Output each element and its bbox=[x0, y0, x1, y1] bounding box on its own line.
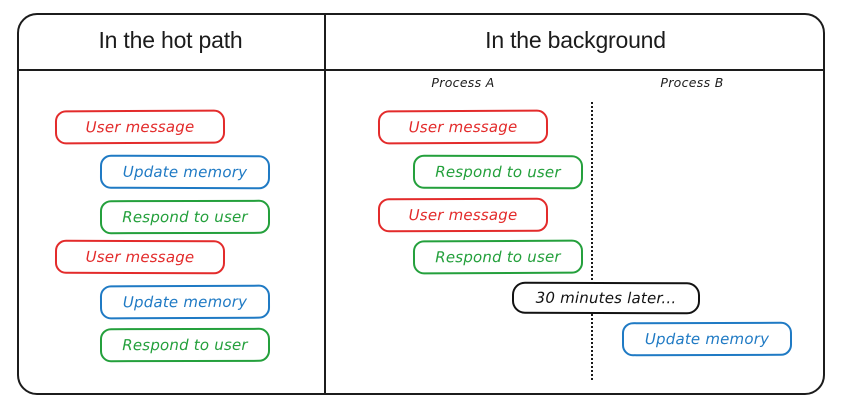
chip-user-message: User message bbox=[54, 109, 226, 145]
chip-update-memory: Update memory bbox=[621, 321, 793, 357]
chip-respond-to-user: Respond to user bbox=[99, 199, 271, 235]
chip-respond-to-user: Respond to user bbox=[412, 239, 584, 275]
chip-respond-to-user: Respond to user bbox=[99, 327, 271, 363]
diagram-frame bbox=[17, 13, 825, 395]
chip-respond-to-user: Respond to user bbox=[412, 154, 584, 190]
chip-user-message: User message bbox=[377, 197, 549, 233]
process-b-label: Process B bbox=[660, 75, 724, 90]
header-separator-line bbox=[17, 69, 825, 71]
chip-update-memory: Update memory bbox=[99, 154, 271, 190]
column-header-hot-path: In the hot path bbox=[98, 27, 243, 53]
chip-user-message: User message bbox=[54, 239, 226, 275]
column-divider-line bbox=[324, 13, 326, 395]
process-divider-dotted-line bbox=[591, 102, 593, 380]
process-a-label: Process A bbox=[431, 75, 495, 90]
chip-timer-note: 30 minutes later... bbox=[511, 281, 701, 315]
chip-user-message: User message bbox=[377, 109, 549, 145]
column-header-background: In the background bbox=[485, 27, 666, 53]
chip-update-memory: Update memory bbox=[99, 284, 271, 320]
